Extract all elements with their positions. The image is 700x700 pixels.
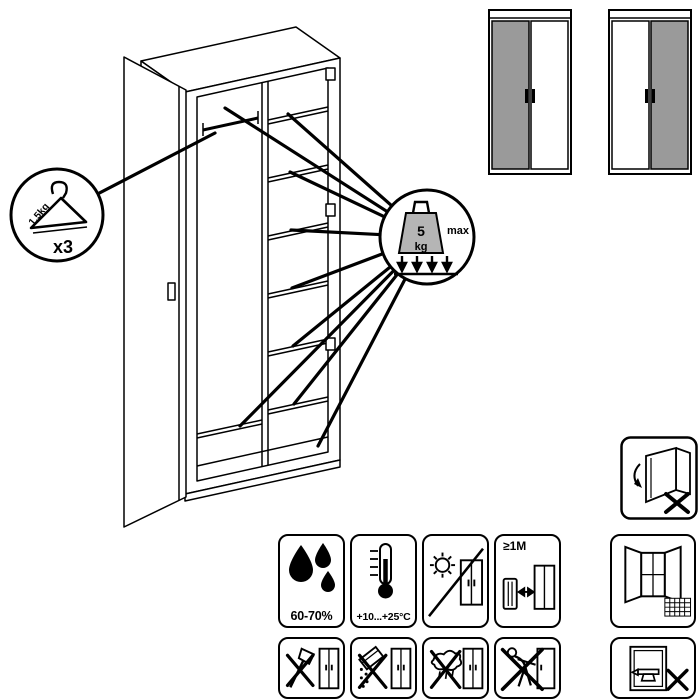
weight-icon	[397, 212, 445, 254]
heat-distance-icon: ≥1M	[494, 534, 561, 628]
wet-cloth-glyph	[429, 647, 483, 690]
load-arrows	[394, 256, 458, 276]
variant1-right-door	[530, 20, 569, 170]
temperature-range-label: +10...+25°C	[356, 610, 411, 623]
hanger-icon	[29, 180, 88, 234]
grid-pattern	[664, 597, 692, 617]
wardrobe-front-variant-1	[488, 9, 572, 175]
temperature-range-icon: +10...+25°C	[350, 534, 417, 628]
anvil-in-cabinet-glyph	[629, 645, 689, 692]
heat-distance-label: ≥1M	[503, 539, 527, 553]
variant2-left-door	[611, 20, 650, 170]
wardrobe-front-variant-2	[608, 9, 692, 175]
hinges	[325, 67, 336, 351]
variant2-right-door	[650, 20, 689, 170]
load-value: 5	[417, 223, 425, 239]
shelves	[267, 106, 329, 415]
open-door	[123, 56, 187, 528]
axe-glyph	[285, 647, 339, 690]
hanging-rod	[202, 111, 259, 136]
open-door-glyph	[645, 446, 691, 504]
x-mark	[664, 492, 690, 514]
no-abrasive-cleaners-icon	[350, 637, 417, 699]
variant1-handles	[525, 89, 528, 103]
hanger-capacity-callout: 1.5kg x3	[9, 167, 105, 263]
shelf-load-callout: 5 kg max	[378, 188, 476, 286]
humidity-range-icon: 60-70%	[278, 534, 345, 628]
hanger-count-label: x3	[53, 237, 73, 257]
wardrobe-plinth	[184, 459, 341, 502]
no-direct-sunlight-icon	[422, 534, 489, 628]
variant1-left-door	[491, 20, 530, 170]
person-pushing-glyph	[500, 647, 555, 692]
load-unit: kg	[415, 241, 428, 253]
no-sharp-tools-icon	[278, 637, 345, 699]
sprinkle-box-glyph	[357, 645, 411, 690]
load-max-label: max	[447, 225, 470, 237]
variant2-handles	[645, 89, 648, 103]
thermometer-icon	[369, 543, 393, 599]
open-window-glyph	[624, 545, 692, 617]
no-heavy-objects-icon	[610, 637, 696, 699]
humidity-range-label: 60-70%	[290, 608, 333, 623]
no-dragging-icon	[494, 637, 561, 699]
door-open-warning-icon	[620, 436, 698, 520]
ventilation-window-icon	[610, 534, 696, 628]
radiator-distance-glyph	[502, 564, 555, 610]
door-handle	[167, 282, 176, 301]
sun-slash-glyph	[427, 547, 484, 617]
wardrobe-drawing	[123, 26, 341, 528]
water-drops-icon	[288, 543, 335, 592]
no-wet-cloth-icon	[422, 637, 489, 699]
